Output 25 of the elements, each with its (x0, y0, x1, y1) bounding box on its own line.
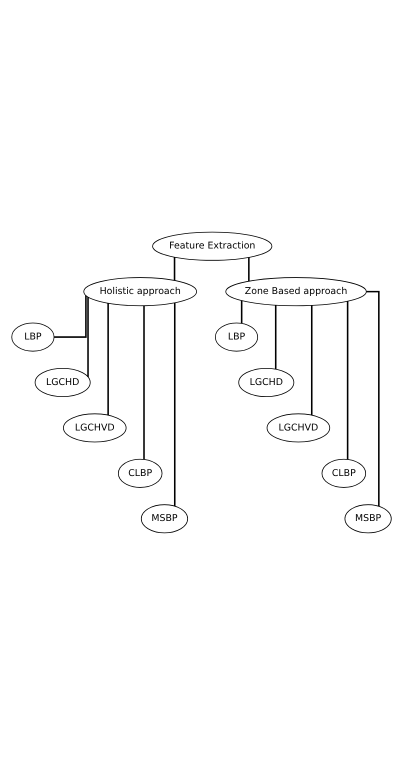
node-ellipse: LGCHVD (63, 413, 127, 442)
connector (87, 297, 89, 377)
connector (274, 305, 276, 370)
node-ellipse: LGCHD (34, 368, 91, 397)
node-ellipse: MSBP (344, 504, 392, 534)
connector (240, 300, 242, 324)
node-ellipse: MSBP (140, 504, 188, 534)
node-ellipse: Feature Extraction (152, 232, 272, 261)
node-ellipse: LGCHD (238, 368, 294, 397)
node-ellipse: LGCHVD (266, 413, 330, 442)
connector (54, 296, 87, 338)
node-ellipse: Zone Based approach (225, 277, 367, 306)
connector (366, 290, 380, 506)
connector (143, 306, 145, 460)
connector (174, 257, 176, 280)
connector (346, 301, 348, 460)
connector (248, 257, 250, 282)
node-ellipse: LBP (214, 322, 258, 352)
connector (310, 305, 313, 416)
connector (174, 302, 176, 506)
node-ellipse: CLBP (322, 458, 366, 488)
node-ellipse: Holistic approach (83, 277, 198, 306)
node-ellipse: LBP (11, 322, 54, 352)
connector (107, 303, 109, 416)
node-ellipse: CLBP (118, 458, 162, 488)
